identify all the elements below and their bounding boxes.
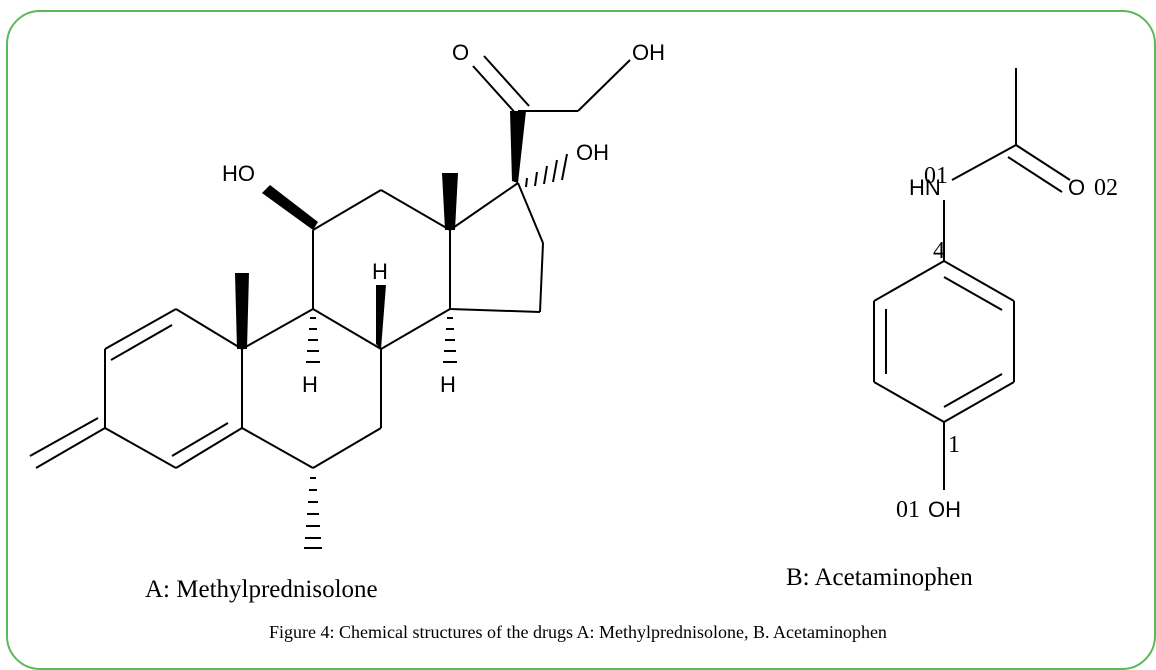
label-n-01: 01	[924, 163, 948, 189]
label-oh-01: 01	[896, 497, 920, 523]
label-o-02: 02	[1094, 175, 1118, 201]
figure-caption: Figure 4: Chemical structures of the dru…	[269, 622, 887, 642]
wedge-10-methyl	[235, 273, 249, 349]
hash-9-h	[306, 317, 320, 363]
hash-6-methyl	[304, 477, 322, 549]
name-methylprednisolone: A: Methylprednisolone	[145, 576, 378, 603]
label-c4: 4	[933, 238, 945, 264]
atom-h-14: H	[440, 372, 456, 397]
atom-o-carbonyl: O	[1068, 175, 1085, 200]
name-acetaminophen: B: Acetaminophen	[786, 564, 973, 591]
structures-canvas: O OH OH HO H H H HN O OH 01 02 4	[29, 40, 1118, 549]
atom-h-9: H	[302, 372, 318, 397]
label-c1: 1	[948, 432, 960, 458]
atom-h-8: H	[372, 259, 388, 284]
atom-hn: HN	[909, 175, 941, 200]
wedge-11-oh	[262, 185, 318, 230]
atom-ho-11: HO	[222, 161, 255, 186]
wedge-17-chain	[510, 111, 526, 183]
figure-frame	[6, 10, 1156, 670]
atom-oh-top: OH	[632, 40, 665, 65]
wedge-8-h	[376, 285, 386, 349]
hash-14-h	[443, 317, 457, 363]
atom-o-ketone: O	[452, 40, 469, 65]
wedge-13-methyl	[442, 173, 458, 230]
hash-17-oh	[525, 153, 568, 188]
methylprednisolone-structure: O OH OH HO H H H	[29, 40, 665, 549]
acetaminophen-structure: HN O OH 01 02 4 1 01	[873, 68, 1118, 523]
atom-oh: OH	[928, 497, 961, 522]
atom-oh-17: OH	[576, 140, 609, 165]
